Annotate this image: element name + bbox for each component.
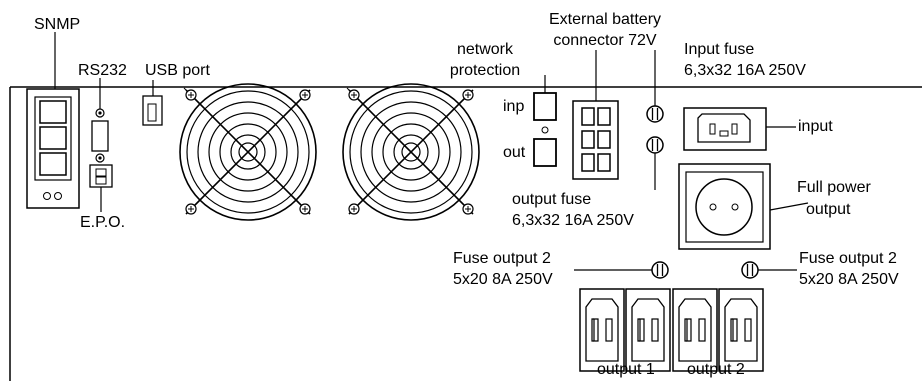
fan-right <box>342 83 480 221</box>
external-battery-label-line1: External battery <box>548 11 662 28</box>
inp-label: inp <box>503 98 525 115</box>
rs232-connector <box>91 108 109 163</box>
fan-left <box>179 83 317 221</box>
output-fuse <box>646 136 664 154</box>
snmp-label: SNMP <box>34 16 81 33</box>
usb-port-label: USB port <box>145 62 210 79</box>
input-label: input <box>798 118 833 135</box>
full-power-leader <box>769 202 809 211</box>
external-battery-connector <box>572 100 619 180</box>
epo-connector <box>89 164 113 188</box>
epo-label: E.P.O. <box>80 214 126 231</box>
fuse-output2-right <box>741 261 759 279</box>
output-fuse-label-line1: output fuse <box>512 191 592 208</box>
input-fuse-label-line1: Input fuse <box>684 41 755 58</box>
output2-socket-a <box>672 288 718 372</box>
fuse-output2-right-label-line1: Fuse output 2 <box>799 250 897 267</box>
fuse-output2-left-label-line2: 5x20 8A 250V <box>453 271 553 288</box>
network-protection-label-line2: protection <box>449 62 521 79</box>
rs232-label: RS232 <box>78 62 127 79</box>
input-fuse <box>646 105 664 123</box>
network-protection <box>533 92 557 167</box>
output1-label: output 1 <box>597 361 655 378</box>
fuse-output2-left-label-line1: Fuse output 2 <box>453 250 551 267</box>
full-power-outlet <box>678 163 771 250</box>
snmp-slot <box>26 88 80 209</box>
output2-socket-b <box>718 288 764 372</box>
output2-label: output 2 <box>687 361 745 378</box>
usb-port <box>142 95 163 126</box>
fuse-output2-right-label-line2: 5x20 8A 250V <box>799 271 899 288</box>
output-fuse-label-line2: 6,3x32 16A 250V <box>512 212 634 229</box>
full-power-label-line1: Full power <box>797 179 871 196</box>
network-protection-label-line1: network <box>456 41 514 58</box>
output1-socket-b <box>625 288 671 372</box>
output1-socket-a <box>579 288 625 372</box>
external-battery-label-line2: connector 72V <box>553 32 657 49</box>
input-fuse-label-line2: 6,3x32 16A 250V <box>684 62 806 79</box>
full-power-label-line2: output <box>806 201 851 218</box>
fuse-output2-left <box>651 261 669 279</box>
out-label: out <box>503 144 526 161</box>
input-socket <box>683 107 767 151</box>
